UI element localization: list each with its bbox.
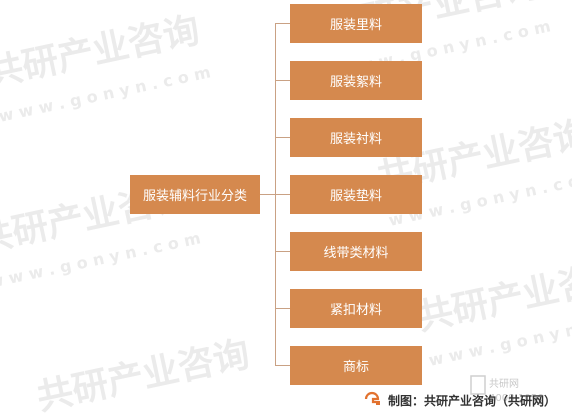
child-node-label: 服装絮料 <box>329 75 382 90</box>
watermark-url: w w w . g o n y n . c o m <box>0 62 212 126</box>
branch-connector <box>275 251 290 252</box>
watermark-url: w w w . g o n y n . c o m <box>0 228 202 292</box>
branch-connector <box>275 80 290 81</box>
child-node-label: 线带类材料 <box>323 246 389 261</box>
child-node: 服装垫料 <box>290 175 422 214</box>
child-node-label: 商标 <box>342 360 369 375</box>
child-node-label: 服装垫料 <box>329 189 382 204</box>
child-node-label: 服装衬料 <box>329 132 382 147</box>
child-node: 服装衬料 <box>290 118 422 157</box>
stamp-name: 共研网 <box>489 378 519 390</box>
watermark-text: 共研产业咨询 <box>0 10 203 95</box>
branch-connector <box>275 194 290 195</box>
stamp-icon-frame <box>470 375 486 395</box>
stamp-phone: 4008-1056 <box>489 393 544 404</box>
corner-stamp: 共研网 4008-1056 <box>470 375 544 404</box>
branch-connector <box>275 365 290 366</box>
child-node: 服装絮料 <box>290 61 422 100</box>
branch-connector <box>275 23 290 24</box>
brand-logo-icon <box>364 391 380 405</box>
watermark-url: w w w . g o n y n . c o m <box>427 306 572 370</box>
branch-connector <box>275 308 290 309</box>
watermark-text: 共研产业咨询 <box>33 334 253 413</box>
child-node-label: 紧扣材料 <box>329 303 382 318</box>
branch-connector <box>275 137 290 138</box>
child-node: 紧扣材料 <box>290 289 422 328</box>
child-node-label: 服装里料 <box>329 18 382 33</box>
child-node: 线带类材料 <box>290 232 422 271</box>
watermark-text: 共研产业咨询 <box>413 254 572 339</box>
root-node: 服装辅料行业分类 <box>130 175 260 214</box>
child-node: 服装里料 <box>290 4 422 43</box>
source-caption: 制图：共研产业咨询（共研网） <box>388 394 557 408</box>
root-connector <box>260 194 276 195</box>
child-node: 商标 <box>290 346 422 385</box>
root-node-label: 服装辅料行业分类 <box>142 189 247 204</box>
